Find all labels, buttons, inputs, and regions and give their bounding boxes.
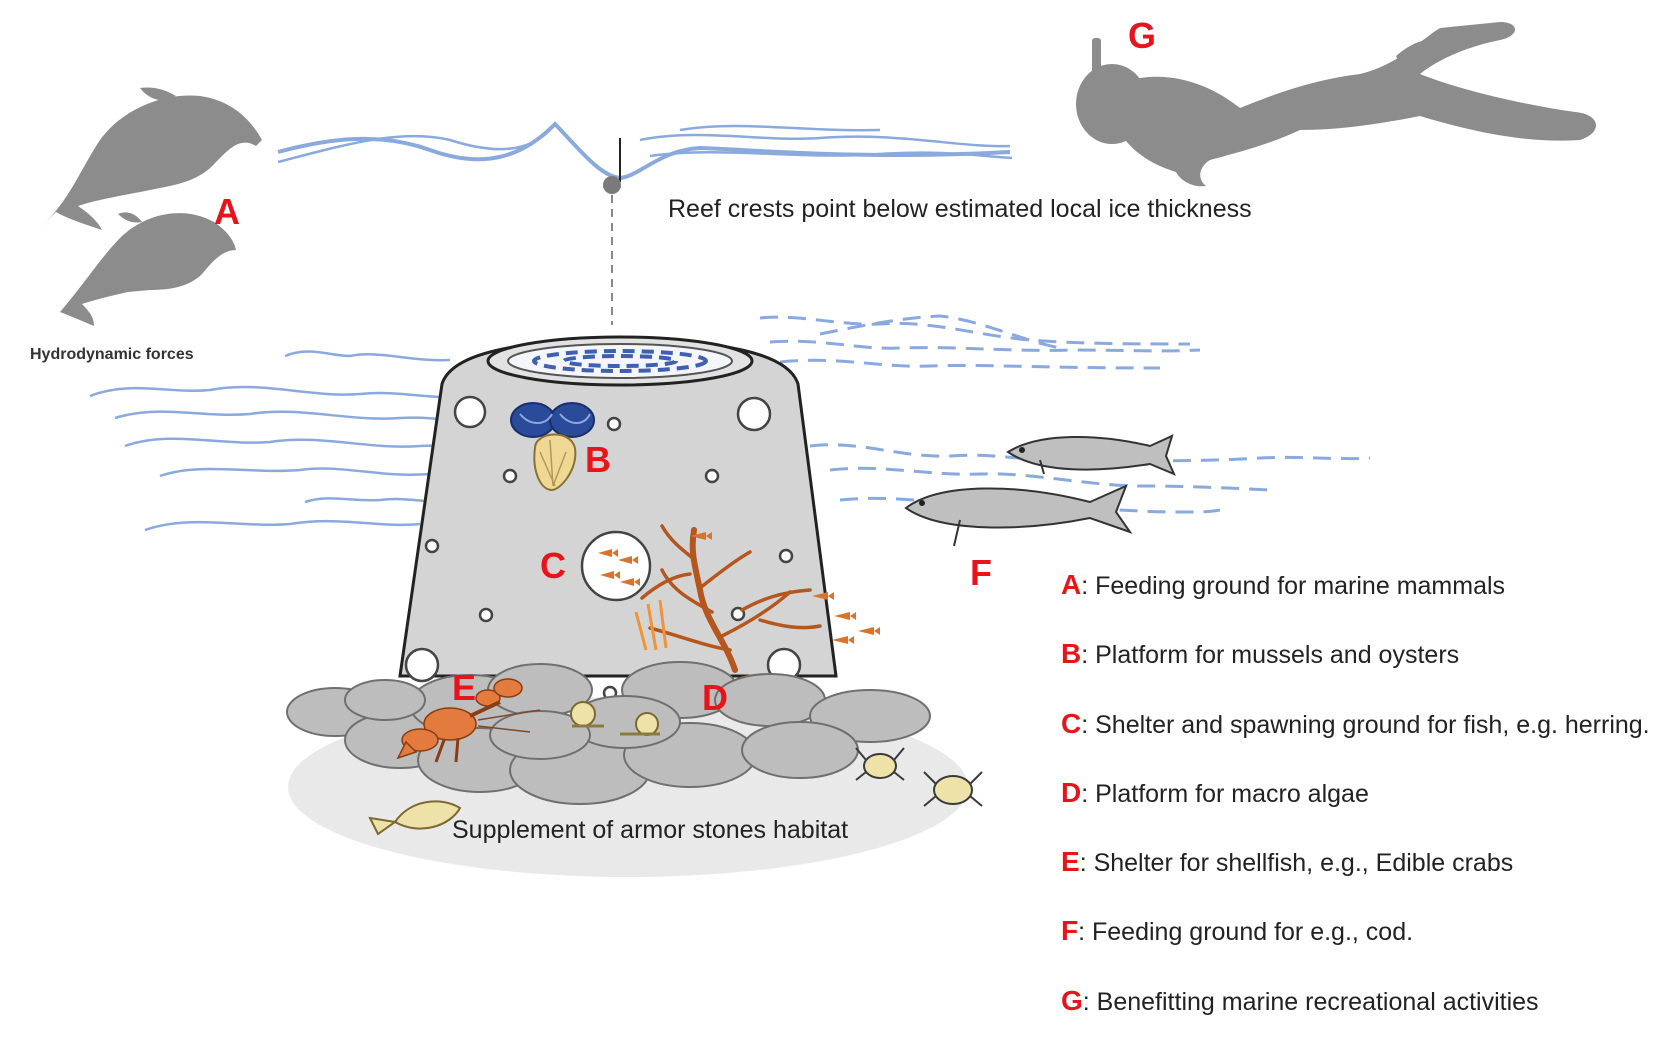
legend-text: : Platform for mussels and oysters xyxy=(1081,641,1460,670)
label-a: A xyxy=(214,191,240,232)
dolphin-silhouette-icon xyxy=(40,87,262,326)
oyster-icon xyxy=(533,433,577,492)
dashed-flow-lines xyxy=(759,314,1371,514)
legend-item-c: C: Shelter and spawning ground for fish,… xyxy=(1061,707,1661,778)
flatfish-icon xyxy=(368,800,462,836)
armor-stones-caption: Supplement of armor stones habitat xyxy=(452,816,848,844)
legend-text: : Benefitting marine recreational activi… xyxy=(1082,987,1539,1016)
artificial-reef-diagram: Reef crests point below estimated local … xyxy=(30,15,1597,877)
legend-key: D xyxy=(1061,776,1082,808)
legend-item-b: B: Platform for mussels and oysters xyxy=(1061,639,1661,708)
legend-key: G xyxy=(1061,984,1083,1016)
cod-fish-icon xyxy=(904,434,1176,547)
mussel-icon xyxy=(510,402,595,438)
label-g: G xyxy=(1128,15,1156,56)
label-c: C xyxy=(540,545,566,586)
reef-top-water-swirl xyxy=(532,349,708,373)
label-e: E xyxy=(452,667,476,708)
herring-school-icon xyxy=(598,549,640,586)
legend-key: B xyxy=(1061,638,1082,670)
lobster-icon xyxy=(396,678,541,763)
legend-key: C xyxy=(1061,707,1082,739)
label-d: D xyxy=(702,677,728,718)
legend-item-e: E: Shelter for shellfish, e.g., Edible c… xyxy=(1061,847,1661,916)
label-b: B xyxy=(585,439,611,480)
legend-text: : Shelter for shellfish, e.g., Edible cr… xyxy=(1079,849,1514,878)
legend-item-d: D: Platform for macro algae xyxy=(1061,776,1661,847)
hydrodynamic-caption: Hydrodynamic forces xyxy=(30,346,194,363)
reef-structure xyxy=(398,335,838,701)
legend-key: F xyxy=(1061,915,1079,947)
small-fish-group-icon xyxy=(690,532,880,644)
legend-text: : Platform for macro algae xyxy=(1081,779,1369,808)
legend: A: Feeding ground for marine mammals B: … xyxy=(1061,570,1661,1055)
legend-key: A xyxy=(1061,569,1082,600)
snail-icon xyxy=(570,701,660,736)
legend-text: : Feeding ground for marine mammals xyxy=(1081,572,1506,600)
legend-item-g: G: Benefitting marine recreational activ… xyxy=(1061,984,1661,1055)
legend-text: : Shelter and spawning ground for fish, … xyxy=(1081,710,1650,739)
legend-text: : Feeding ground for e.g., cod. xyxy=(1078,918,1414,947)
macro-algae-icon xyxy=(634,524,822,673)
water-surface-lines xyxy=(277,121,1013,181)
snorkeler-silhouette-icon xyxy=(1076,22,1597,187)
legend-key: E xyxy=(1061,846,1080,878)
crab-icon xyxy=(855,747,983,807)
reef-crest-caption: Reef crests point below estimated local … xyxy=(668,195,1252,223)
label-f: F xyxy=(970,552,992,593)
legend-item-a: A: Feeding ground for marine mammals xyxy=(1061,570,1661,639)
legend-item-f: F: Feeding ground for e.g., cod. xyxy=(1061,916,1661,985)
reef-crest-marker xyxy=(603,138,621,325)
